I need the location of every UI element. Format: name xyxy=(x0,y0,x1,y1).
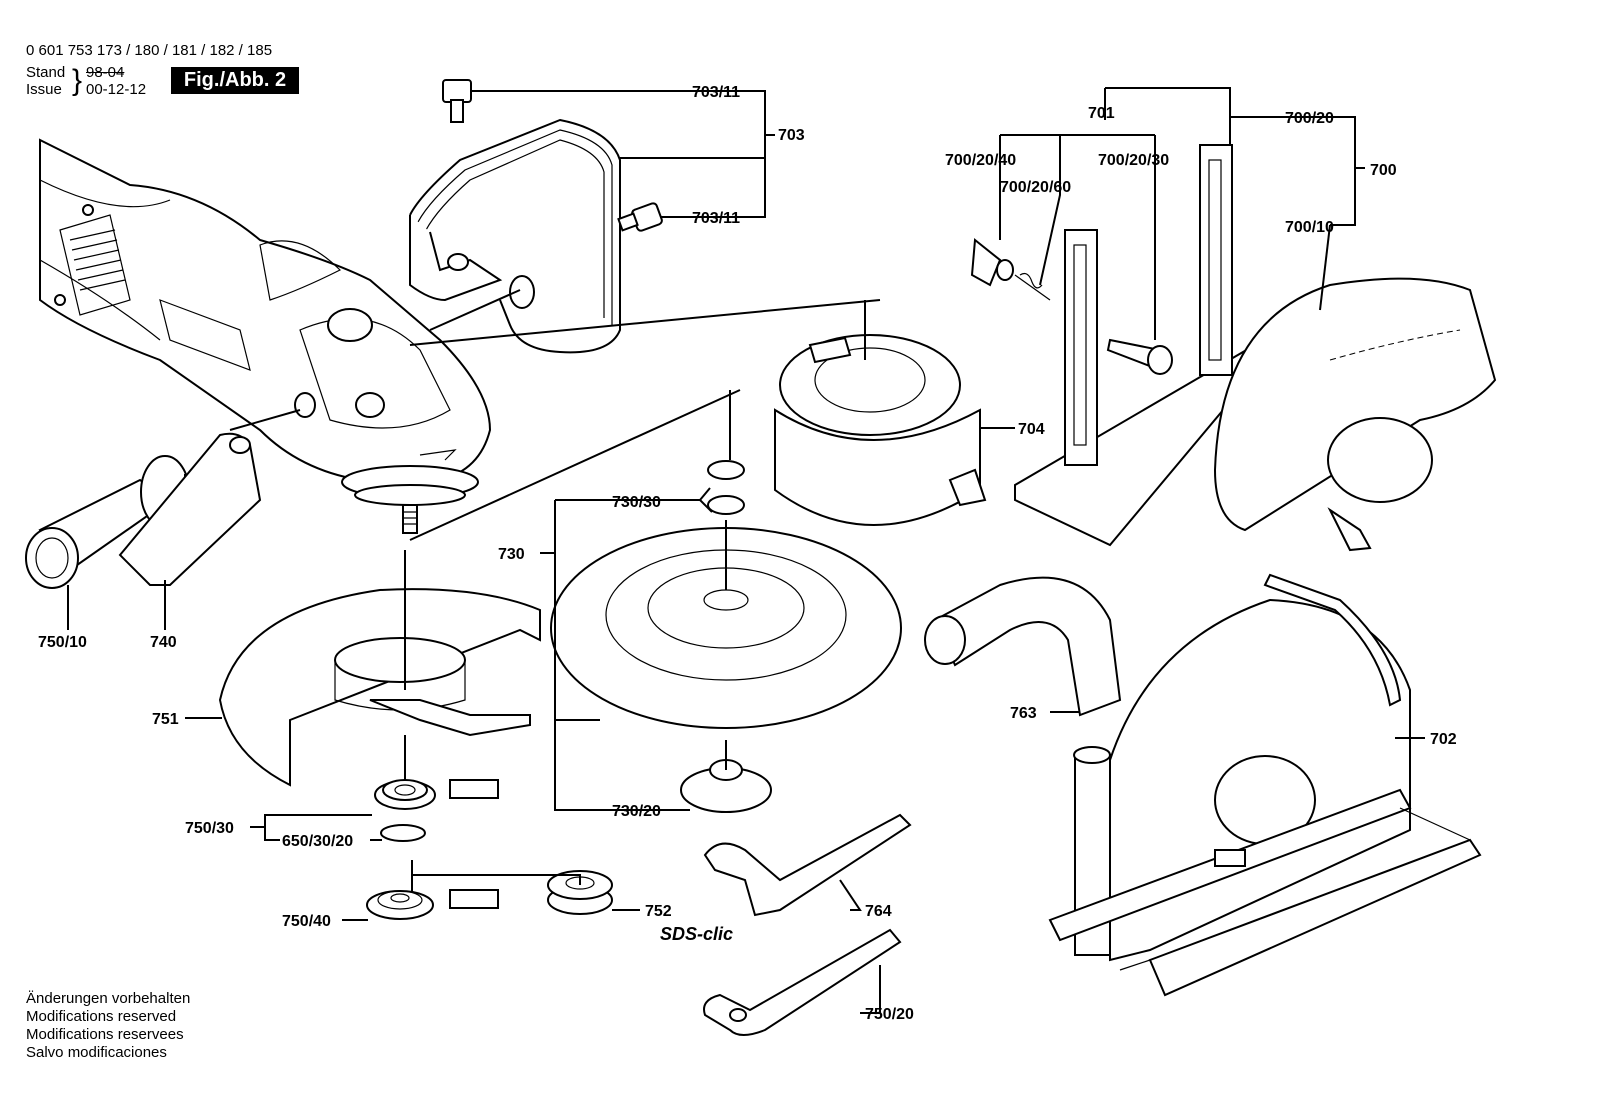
label-701: 701 xyxy=(1088,105,1115,122)
extraction-hose xyxy=(924,576,1122,717)
label-700-20-40: 700/20/40 xyxy=(945,152,1016,169)
dust-collar xyxy=(774,334,987,526)
label-703: 703 xyxy=(778,127,805,144)
label-730-30: 730/30 xyxy=(612,494,661,511)
stand-value: 98-04 xyxy=(86,64,125,81)
label-700-20-60: 700/20/60 xyxy=(1000,179,1071,196)
label-704: 704 xyxy=(1018,421,1045,438)
label-700-20-30: 700/20/30 xyxy=(1098,152,1169,169)
footer-line-de: Änderungen vorbehalten xyxy=(26,990,191,1007)
cover-guard xyxy=(1213,277,1497,552)
label-764: 764 xyxy=(865,903,892,920)
label-700-20: 700/20 xyxy=(1285,110,1334,127)
label-740: 740 xyxy=(150,634,177,651)
label-sds-clic: SDS-clic xyxy=(660,924,733,944)
label-650-30-20: 650/30/20 xyxy=(282,833,353,850)
label-750-30: 750/30 xyxy=(185,820,234,837)
label-702: 702 xyxy=(1430,731,1457,748)
footer-line-fr: Modifications reservees xyxy=(26,1026,184,1043)
label-730-20: 730/20 xyxy=(612,803,661,820)
part-numbers: 0 601 753 173 / 180 / 181 / 182 / 185 xyxy=(26,42,273,59)
issue-value: 00-12-12 xyxy=(86,81,147,98)
label-750-10: 750/10 xyxy=(38,634,87,651)
label-750-20: 750/20 xyxy=(865,1006,914,1023)
figure-badge: Fig./Abb. 2 xyxy=(171,67,299,94)
spanners xyxy=(703,813,912,1036)
label-763: 763 xyxy=(1010,705,1037,722)
issue-label: Issue xyxy=(26,81,62,98)
label-750-40: 750/40 xyxy=(282,913,331,930)
guard-751 xyxy=(218,588,541,787)
cutting-guard xyxy=(1048,573,1482,997)
loop-handle xyxy=(409,79,663,354)
label-703-11-top: 703/11 xyxy=(692,84,740,101)
label-751: 751 xyxy=(152,711,179,728)
label-703-11-bottom: 703/11 xyxy=(692,210,740,227)
part-labels: 703/11 703 703/11 701 700/20 700 700/20/… xyxy=(38,84,1457,1023)
label-730: 730 xyxy=(498,546,525,563)
label-752: 752 xyxy=(645,903,672,920)
brace-glyph: } xyxy=(72,64,83,97)
cutting-disc xyxy=(550,460,902,813)
footer-notes: Änderungen vorbehalten Modifications res… xyxy=(26,990,190,1062)
footer-line-es: Salvo modificaciones xyxy=(26,1044,167,1061)
label-700-10: 700/10 xyxy=(1285,219,1334,236)
leader-lines xyxy=(67,87,1425,1014)
stand-label: Stand xyxy=(26,64,66,81)
label-700: 700 xyxy=(1370,162,1397,179)
footer-line-en: Modifications reserved xyxy=(26,1008,177,1025)
flanges xyxy=(366,779,613,920)
angle-grinder xyxy=(39,138,492,534)
side-handle xyxy=(25,432,262,589)
depth-gauge xyxy=(970,144,1267,547)
